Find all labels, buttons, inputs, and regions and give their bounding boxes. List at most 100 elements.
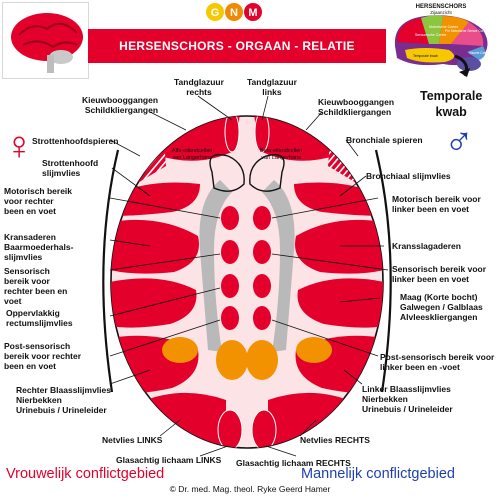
label-alfa: Alfa-eilandcellen van Langerhans (172, 148, 212, 162)
page-title: HERSENSCHORS - ORGAAN - RELATIE (119, 39, 355, 53)
label-line: Oppervlakkig (6, 308, 60, 318)
label-line: Kieuwbooggangen (82, 95, 159, 105)
label-kransslagaderen: Kransslagaderen (392, 241, 461, 251)
mannelijk-label: Mannelijk conflictgebied (301, 466, 455, 482)
connector-line (109, 253, 221, 271)
label-line: van Langerhans (261, 155, 301, 161)
orange-shape-left (162, 337, 198, 363)
lobe-visual (467, 46, 486, 60)
label-line: Rechter Blaasslijmvlies (16, 385, 111, 395)
connector-line (345, 139, 359, 157)
label-kransaderen: Kransaderen Baarmoederhals- slijmvlies (4, 232, 73, 262)
connector-line (265, 445, 297, 457)
label-strottenhoofdspieren: Strottenhoofdspieren (32, 136, 118, 146)
label-line: Kransslagaderen (392, 241, 461, 251)
outer-bracket-left (102, 149, 120, 393)
label-netvlies-rechts: Netvlies RECHTS (300, 435, 370, 445)
label-line: Netvlies RECHTS (300, 435, 370, 445)
label-sensorisch-rechter: Sensorisch bereik voor rechter been en v… (4, 266, 67, 306)
label-line: Post-sensorisch (4, 341, 71, 351)
label-sensorisch-linker: Sensorisch bereik voor linker been en vo… (392, 264, 486, 284)
label-line: linker been en voet (392, 274, 469, 284)
label-line: Sensorisch (4, 266, 50, 276)
vrouwelijk-label: Vrouwelijk conflictgebied (6, 466, 165, 482)
label-line: Glasachtig lichaam LINKS (116, 455, 222, 465)
connector-line (109, 197, 221, 219)
label-line: Urinebuis / Urineleider (362, 404, 453, 414)
cerebellum-shape (49, 50, 73, 64)
motor-oval-l (253, 206, 271, 230)
post-oval-l (253, 306, 271, 330)
connector-line (109, 319, 221, 357)
label-bronchiale-spieren: Bronchiale spieren (346, 135, 423, 145)
temporale-label: Temporale kwab (420, 88, 482, 120)
brain-lobes-diagram: HERSENSCHORS Zijaanzicht Sensorische Cor… (385, 2, 498, 77)
motor-oval-r (221, 206, 239, 230)
lobe-label-premotorisch: Pre Motorische Sensor Cortex (445, 29, 488, 33)
label-beta: Beta-eilandcellen van Langerhans (260, 148, 302, 162)
label-line: Netvlies LINKS (102, 435, 163, 445)
orange-shape-center-right (246, 340, 278, 380)
label-line: Bronchiaal slijmvlies (366, 171, 451, 181)
maag-left-shape (111, 278, 197, 328)
connector-lines (109, 95, 389, 457)
label-line: van Langerhans (172, 155, 212, 161)
connector-line (159, 419, 181, 437)
lobe-motor (421, 15, 443, 45)
label-line: Schildkliergangen (318, 107, 392, 117)
label-blaas-rechter: Rechter Blaasslijmvlies Nierbekken Urine… (16, 385, 111, 415)
connector-line (109, 239, 151, 247)
lobe-subtitle: Zijaanzicht (430, 10, 452, 15)
label-line: Motorisch bereik (4, 186, 73, 196)
connector-line (199, 445, 229, 457)
label-line: Strottenhoofdspieren (32, 136, 119, 146)
logo-circle-m (244, 3, 262, 21)
logo-letter-g: G (211, 7, 220, 19)
lobe-frontal (397, 18, 429, 44)
label-line: Alvleesklier­gangen (400, 312, 478, 322)
gray-body-left (199, 180, 232, 352)
label-tandglazuur-rechts: Tandglazuur rechts (174, 77, 224, 97)
label-post-sensorisch-linker: Post-sensorisch bereik voor linker been … (380, 352, 494, 372)
label-line: Strottenhoofd (42, 158, 99, 168)
label-line: Kieuwbooggangen (318, 97, 395, 107)
connector-line (261, 95, 269, 121)
lobe-sensory (439, 16, 469, 44)
label-netvlies-links: Netvlies LINKS (102, 435, 162, 445)
connector-line (299, 419, 317, 437)
connector-line (339, 297, 381, 303)
temporale-arrow-head (459, 68, 470, 77)
label-strottenhoofd-slijmvlies: Strottenhoofd slijmvlies (42, 158, 98, 178)
label-line: Maag (Korte bocht) (400, 292, 478, 302)
temporale-line-2: kwab (435, 105, 467, 119)
logo-letter-m: M (248, 7, 257, 19)
label-kieuw-right: Kieuwbooggangen Schildkliergangen (318, 97, 394, 117)
lobe-label-visuele: Visuele Cortex (469, 51, 490, 55)
connector-line (339, 175, 367, 197)
label-blaas-linker: Linker Blaasslijmvlies Nierbekken Urineb… (362, 384, 453, 414)
male-symbol: ♂ (444, 120, 474, 164)
rect-oval-l (253, 274, 271, 298)
label-kieuw-left: Kieuwbooggangen Schildkliergangen (82, 95, 158, 115)
label-line: Urinebuis / Urineleider (16, 405, 107, 415)
label-line: Alfa-eilandcellen (172, 148, 213, 154)
tandglazuur-links-shape (254, 116, 270, 153)
temporale-line-1: Temporale (420, 89, 483, 103)
langerhans-beta-shape (249, 154, 285, 192)
connector-line (149, 111, 187, 131)
label-line: Nierbekken (362, 394, 408, 404)
brain-thumbnail (2, 2, 89, 79)
label-line: slijmvlies (42, 168, 81, 178)
label-maag: Maag (Korte bocht) Galwegen / Galblaas A… (400, 292, 483, 322)
label-line: bereik voor (4, 276, 50, 286)
logo-circle-g (206, 3, 224, 21)
tandglazuur-rechts-shape (224, 116, 240, 153)
label-line: Nierbekken (16, 395, 62, 405)
label-glasachtig-rechts: Glasachtig lichaam RECHTS (236, 458, 351, 468)
label-line: Kransaderen (4, 232, 56, 242)
label-line: Galwegen / Galblaas (400, 302, 483, 312)
lobe-temporal (405, 48, 455, 63)
lobe-label-sensorische: Sensorische Cortex (415, 33, 447, 37)
brain-fold (22, 40, 78, 49)
